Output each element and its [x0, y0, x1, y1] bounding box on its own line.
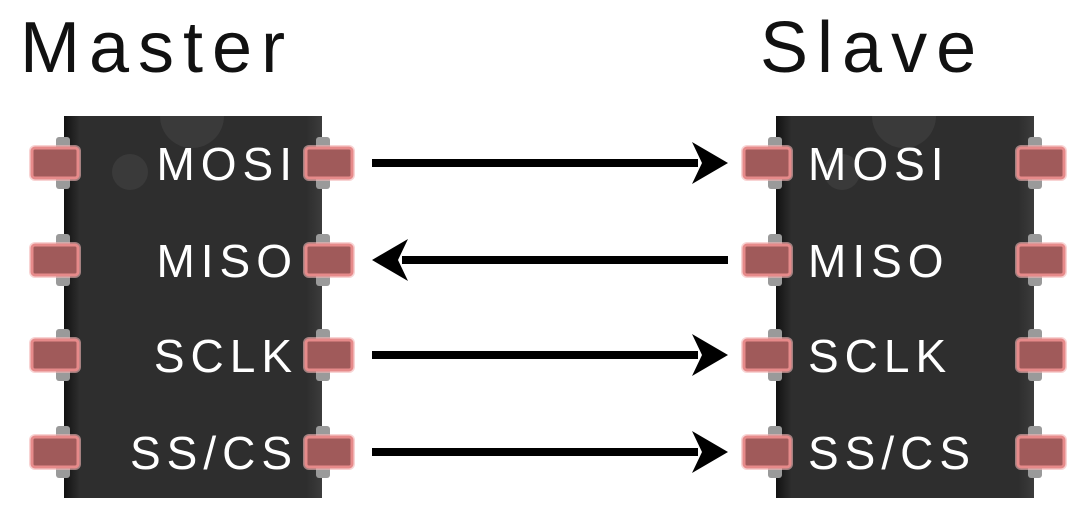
arrowhead-icon: [692, 334, 728, 376]
arrow-mosi: [372, 142, 728, 184]
connection-arrows: [372, 142, 728, 473]
master-right-pin: [303, 337, 355, 373]
master-left-pin: [29, 434, 81, 470]
master-pin-label: MOSI: [156, 138, 298, 190]
arrowhead-icon: [692, 142, 728, 184]
master-left-pin: [29, 145, 81, 181]
master-right-pin: [303, 145, 355, 181]
master-left-pin: [29, 337, 81, 373]
slave-pin-label: SCLK: [808, 330, 952, 382]
master-right-pin: [303, 434, 355, 470]
slave-pin-label: MISO: [808, 235, 950, 287]
slave-chip-dot: [824, 154, 860, 190]
slave-left-pin: [741, 434, 793, 470]
slave-chip: MOSI MISO SCLK SS/CS: [741, 116, 1067, 498]
master-right-pin: [303, 242, 355, 278]
slave-chip-notch: [872, 116, 936, 148]
slave-left-pin: [741, 242, 793, 278]
master-pin-label: MISO: [156, 235, 298, 287]
slave-right-pin: [1015, 145, 1067, 181]
master-chip-body: [64, 116, 322, 498]
arrow-ss-cs: [372, 431, 728, 473]
slave-chip-body: [776, 116, 1034, 498]
master-title: Master: [20, 8, 294, 88]
arrowhead-icon: [372, 239, 408, 281]
arrow-sclk: [372, 334, 728, 376]
slave-left-pin: [741, 145, 793, 181]
master-left-pin: [29, 242, 81, 278]
slave-pin-label: SS/CS: [808, 427, 976, 479]
slave-right-pin: [1015, 434, 1067, 470]
slave-right-pin: [1015, 337, 1067, 373]
master-chip-dot: [112, 154, 148, 190]
slave-title: Slave: [760, 8, 985, 88]
master-chip-notch: [160, 116, 224, 148]
slave-pin-label: MOSI: [808, 138, 950, 190]
master-pin-label: SS/CS: [130, 427, 298, 479]
master-chip: MOSI MISO SCLK SS/CS: [29, 116, 355, 498]
master-pin-label: SCLK: [154, 330, 298, 382]
arrow-miso: [372, 239, 728, 281]
arrowhead-icon: [692, 431, 728, 473]
slave-left-pin: [741, 337, 793, 373]
slave-right-pin: [1015, 242, 1067, 278]
